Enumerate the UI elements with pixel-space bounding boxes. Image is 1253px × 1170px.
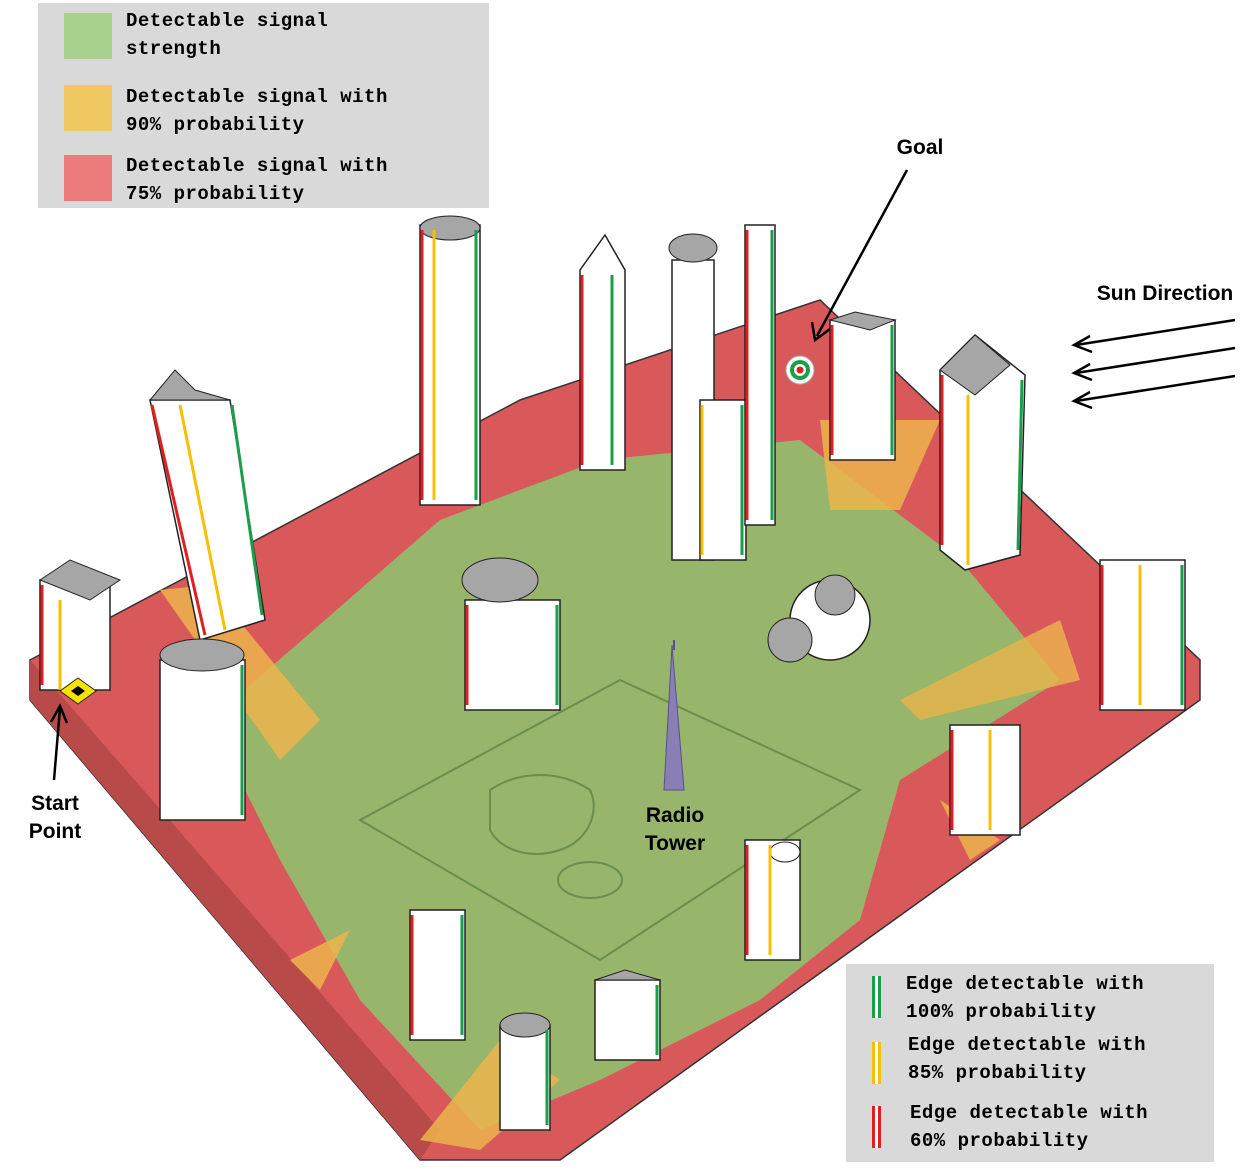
legend-swatch-green [64,13,112,59]
legend-label-90: Detectable signal with 90% probability [126,86,388,136]
building [828,311,897,461]
edge-marker-green-icon [872,976,882,1018]
building [461,557,561,711]
ground-edge [30,660,440,1160]
legend-label-75: Detectable signal with 75% probability [126,155,388,205]
legend-swatch-red [64,155,112,201]
goal-arrow [810,169,909,343]
plaza-outline [357,678,863,962]
shadow-wedge [290,930,350,990]
building [744,839,801,961]
building [159,638,246,821]
goal-label: Goal [896,136,944,159]
start-arrow [49,703,69,781]
building [668,233,747,561]
shadow-wedge [900,620,1080,720]
sun-direction-arrows [1071,318,1236,410]
building [148,369,266,641]
fountain [557,861,623,899]
legend-label-detectable: Detectable signal strength [126,10,329,60]
start-point-label: Start Point [28,792,82,843]
building [949,724,1021,836]
edge-legend: Edge detectable with 100% probability Ed… [846,964,1214,1162]
edge-marker-yellow-icon [872,1042,882,1084]
signal-legend: Detectable signal strength Detectable si… [38,3,489,208]
building [744,224,776,526]
building [939,333,1026,571]
radio-tower-label: Radio Tower [644,804,706,855]
building [579,233,626,471]
building [409,909,466,1041]
building [419,215,481,506]
edge-label-60: Edge detectable with 60% probability [910,1102,1149,1152]
radio-tower [663,640,685,791]
edge-marker-red-icon [872,1106,882,1148]
building [767,574,871,663]
goal-marker [785,355,815,385]
start-marker [59,677,97,705]
edge-label-100: Edge detectable with 100% probability [906,973,1145,1023]
legend-swatch-yellow [64,85,112,131]
building [594,969,661,1061]
edge-label-85: Edge detectable with 85% probability [908,1034,1147,1084]
sun-direction-label: Sun Direction [1096,282,1234,305]
building [1099,559,1186,711]
pond [489,774,595,855]
building [38,559,122,691]
building [499,1012,551,1131]
